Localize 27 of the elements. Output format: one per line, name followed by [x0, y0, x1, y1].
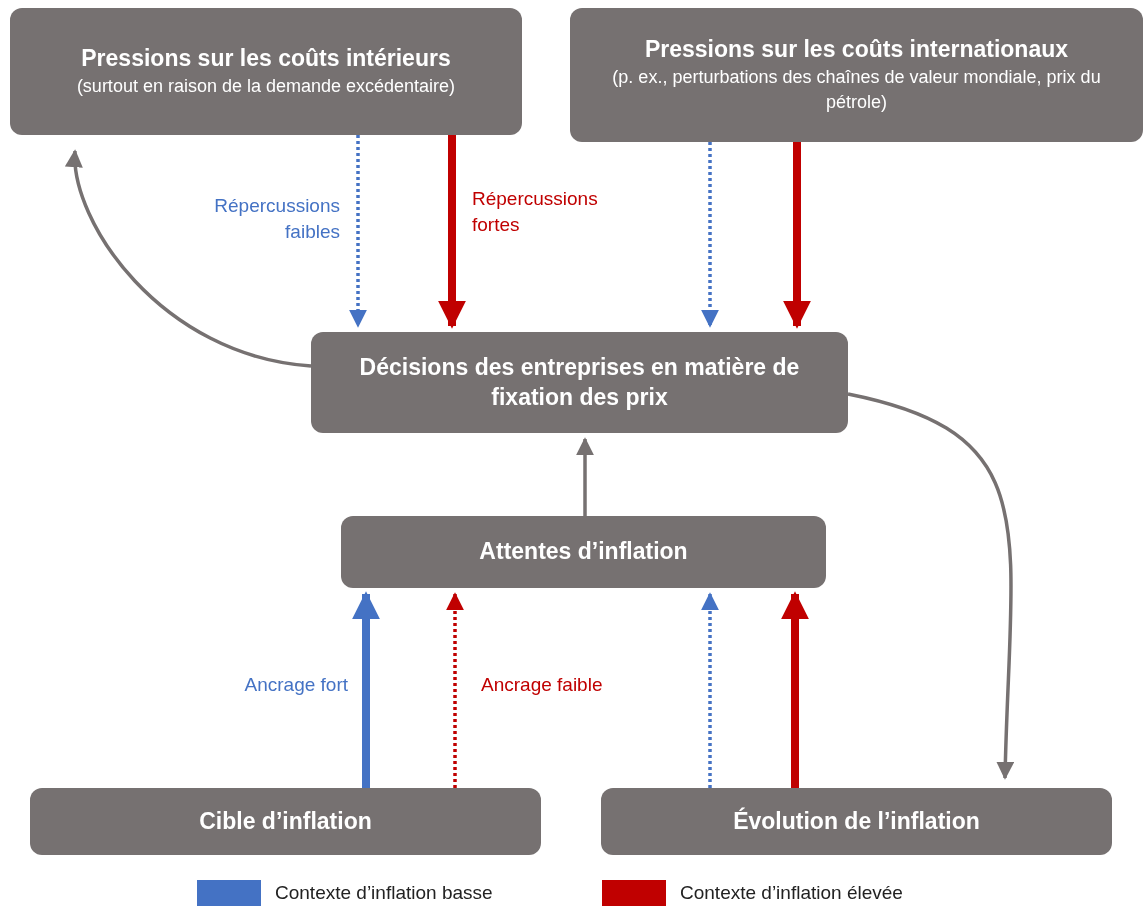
arrow — [66, 149, 312, 368]
legend-label: Contexte d’inflation basse — [275, 882, 493, 904]
arrow — [847, 392, 1015, 780]
box-title: Attentes d’inflation — [479, 537, 688, 567]
process-box — [601, 788, 1112, 855]
arrow — [781, 591, 809, 788]
process-box — [10, 8, 522, 135]
arrow — [701, 592, 719, 788]
box-title: Évolution de l’inflation — [733, 806, 980, 836]
legend-label: Contexte d’inflation élevée — [680, 882, 903, 904]
process-box — [570, 8, 1143, 142]
arrow — [352, 591, 380, 788]
arrow — [783, 142, 811, 329]
box-title: Pressions sur les coûts internationaux — [644, 34, 1069, 64]
arrow — [701, 142, 719, 328]
process-box — [341, 516, 826, 588]
box-description: (surtout en raison de la demande excédentaire) — [76, 74, 456, 98]
process-box — [311, 332, 848, 433]
box-title: Pressions sur les coûts intérieurs — [81, 43, 451, 73]
arrow — [349, 135, 367, 328]
box-description: (p. ex., perturbations des chaînes de valeur mondiale, prix du pétrole) — [611, 65, 1102, 114]
arrow — [576, 437, 594, 516]
process-box — [30, 788, 541, 855]
arrow — [438, 135, 466, 329]
box-title: Décisions des entreprises en matière de fixation des prix — [358, 352, 801, 412]
arrow — [446, 592, 464, 788]
box-title: Cible d’inflation — [199, 806, 372, 836]
